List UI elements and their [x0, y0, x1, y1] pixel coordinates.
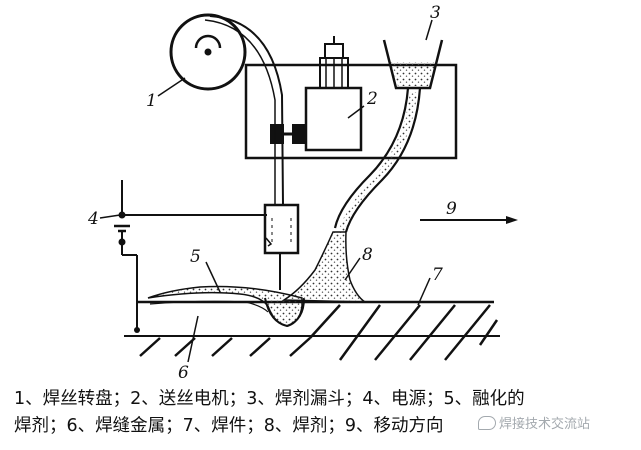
- workpiece: [124, 300, 500, 361]
- label-1: 1: [146, 91, 157, 111]
- label-2: 2: [366, 89, 378, 109]
- welding-wire: [204, 15, 284, 290]
- power-source: [114, 180, 267, 333]
- machine-frame: [244, 63, 458, 160]
- direction-arrow: [420, 216, 518, 224]
- welding-diagram: 1 2 3 4 5 6 7 8 9: [87, 3, 518, 382]
- wire-feed-motor: [270, 36, 363, 152]
- watermark: 焊接技术交流站: [478, 413, 590, 432]
- watermark-text: 焊接技术交流站: [499, 417, 591, 432]
- label-6: 6: [178, 363, 189, 382]
- label-3: 3: [430, 3, 441, 23]
- label-9: 9: [446, 199, 457, 219]
- caption-line-1: 1、焊丝转盘；2、送丝电机；3、焊剂漏斗；4、电源；5、融化的: [14, 389, 525, 409]
- contact-nozzle: [263, 203, 300, 255]
- label-5: 5: [190, 247, 201, 267]
- label-4: 4: [87, 209, 99, 229]
- caption-line-2: 焊剂；6、焊缝金属；7、焊件；8、焊剂；9、移动方向: [14, 416, 444, 436]
- weld-metal: [147, 285, 305, 328]
- label-8: 8: [362, 245, 373, 265]
- wire-reel: [169, 13, 247, 91]
- chat-bubble-icon: [478, 416, 496, 430]
- flux-pile: [281, 231, 368, 303]
- flux-hopper: [333, 39, 444, 233]
- caption: 1、焊丝转盘；2、送丝电机；3、焊剂漏斗；4、电源；5、融化的 焊剂；6、焊缝金…: [14, 386, 636, 440]
- label-7: 7: [432, 265, 443, 285]
